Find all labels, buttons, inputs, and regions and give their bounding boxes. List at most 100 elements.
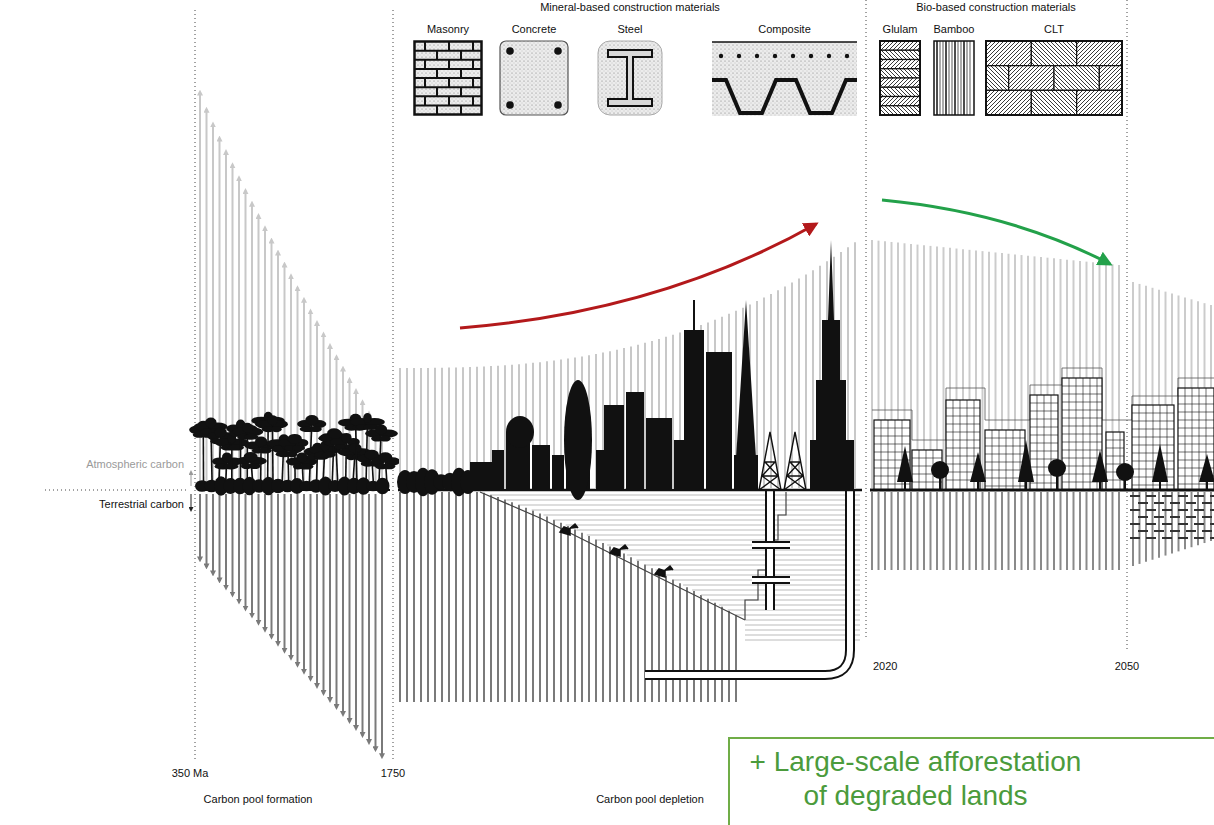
building-silhouette bbox=[492, 450, 504, 490]
material-icon: CLT bbox=[985, 22, 1123, 116]
undergrowth bbox=[376, 478, 390, 495]
terrestrial-bar bbox=[910, 492, 912, 570]
terrestrial-bar bbox=[329, 494, 331, 701]
terrestrial-bar bbox=[469, 492, 471, 702]
window-line bbox=[999, 430, 1000, 490]
terrestrial-bar bbox=[297, 494, 299, 665]
illustration-part bbox=[460, 51, 462, 60]
terrestrial-bar bbox=[264, 494, 266, 630]
stored-carbon-dash bbox=[1162, 523, 1172, 525]
stored-carbon-dash bbox=[1210, 495, 1214, 497]
illustration-part bbox=[936, 41, 938, 115]
tree-crown bbox=[378, 452, 392, 462]
terrestrial-bar bbox=[1092, 492, 1094, 570]
illustration-part bbox=[958, 41, 959, 115]
building-silhouette bbox=[470, 462, 492, 490]
terrestrial-bar bbox=[441, 492, 443, 702]
period-label: Carbon pool depletion bbox=[596, 793, 704, 806]
terrestrial-bar bbox=[1086, 492, 1088, 570]
building-silhouette bbox=[626, 392, 644, 490]
illustration-part bbox=[460, 87, 462, 96]
terrestrial-bar bbox=[323, 494, 325, 694]
excavation-hatch bbox=[617, 550, 860, 551]
tree-crown bbox=[222, 452, 232, 462]
illustration-part bbox=[448, 96, 450, 105]
terrestrial-bar bbox=[567, 526, 569, 702]
terrestrial-bar bbox=[975, 492, 977, 570]
window-line bbox=[1051, 395, 1052, 490]
illustration-part bbox=[436, 105, 438, 114]
window-line bbox=[881, 420, 882, 490]
atmospheric-bar bbox=[406, 368, 408, 488]
tree-crown bbox=[205, 418, 216, 428]
excavation-hatch bbox=[576, 530, 860, 531]
terrestrial-bar bbox=[206, 494, 208, 567]
terrestrial-bar bbox=[595, 539, 597, 702]
illustration-part bbox=[954, 41, 956, 115]
illustration-part bbox=[755, 54, 759, 58]
terrestrial-bar bbox=[1178, 492, 1180, 551]
terrestrial-bar bbox=[644, 564, 646, 702]
illustration-part bbox=[809, 54, 813, 58]
tree-crown bbox=[215, 427, 227, 437]
timber-building bbox=[1178, 388, 1214, 490]
excavation-hatch bbox=[587, 535, 860, 536]
tree-crown bbox=[223, 463, 238, 469]
atmospheric-bar bbox=[943, 247, 945, 488]
floor-line bbox=[1178, 484, 1214, 485]
atmospheric-bar bbox=[504, 365, 506, 488]
illustration-part bbox=[598, 41, 662, 115]
illustration-part bbox=[986, 41, 1031, 66]
terrestrial-bar bbox=[1105, 492, 1107, 570]
era-divider bbox=[1127, 0, 1128, 650]
terrestrial-bar bbox=[1152, 492, 1154, 560]
excavation-hatch bbox=[597, 540, 860, 541]
window-line bbox=[1185, 388, 1186, 490]
terrestrial-bar bbox=[462, 492, 464, 702]
illustration-part bbox=[1054, 66, 1099, 91]
illustration-part bbox=[436, 87, 438, 96]
illustration-part bbox=[448, 42, 450, 51]
rising-trend-arrow bbox=[460, 224, 816, 328]
terrestrial-bar bbox=[616, 550, 618, 702]
illustration-part bbox=[952, 41, 953, 115]
illustration-part bbox=[1031, 90, 1076, 115]
terrestrial-bar bbox=[355, 494, 357, 729]
terrestrial-bar bbox=[917, 492, 919, 570]
terrestrial-bar bbox=[672, 579, 674, 702]
year-label: 2020 bbox=[873, 660, 897, 673]
terrestrial-bar bbox=[1027, 492, 1029, 570]
floor-line bbox=[985, 486, 1025, 487]
terrestrial-bar bbox=[362, 494, 364, 736]
terrestrial-bar bbox=[658, 572, 660, 702]
tree-crown bbox=[299, 464, 314, 470]
stored-carbon-dash bbox=[1162, 495, 1172, 497]
illustration-part bbox=[460, 105, 462, 114]
stored-carbon-dash bbox=[1154, 502, 1164, 504]
stored-carbon-dash bbox=[1194, 495, 1204, 497]
terrestrial-bar bbox=[1021, 492, 1023, 570]
atmospheric-bar bbox=[854, 242, 856, 488]
illustration-part bbox=[424, 78, 426, 87]
illustration-part bbox=[880, 60, 920, 69]
floor-line bbox=[985, 438, 1025, 439]
window-line bbox=[888, 420, 889, 490]
stored-carbon-dash bbox=[1202, 530, 1212, 532]
terrestrial-bar bbox=[342, 494, 344, 715]
illustration-part bbox=[986, 66, 1009, 91]
terrestrial-bar bbox=[212, 494, 214, 574]
conifer-tree bbox=[1018, 440, 1034, 482]
terrestrial-bar bbox=[969, 492, 971, 570]
stored-carbon-dash bbox=[1210, 509, 1214, 511]
illustration-part bbox=[436, 51, 438, 60]
excavation-hatch bbox=[736, 615, 860, 616]
pipe-inner bbox=[645, 490, 850, 675]
excavation-hatch bbox=[745, 640, 860, 641]
terrestrial-bar bbox=[497, 497, 499, 702]
floor-line bbox=[1062, 394, 1102, 395]
terrestrial-bar bbox=[251, 494, 253, 616]
atmospheric-bar bbox=[644, 343, 646, 488]
terrestrial-bar bbox=[700, 595, 702, 702]
tree-crown bbox=[292, 445, 305, 451]
